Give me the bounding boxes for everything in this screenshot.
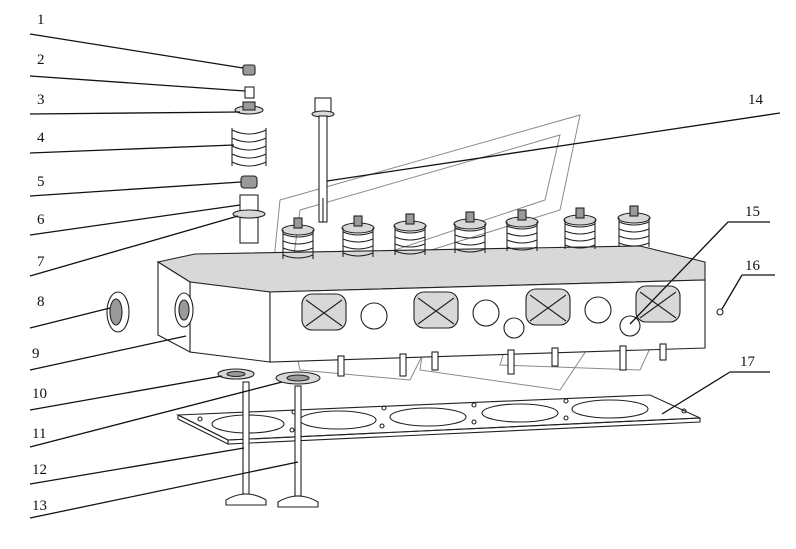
callout-17: 17 bbox=[740, 354, 756, 370]
callout-6: 6 bbox=[37, 212, 45, 228]
leader-line-2 bbox=[29, 75, 246, 92]
callout-1: 1 bbox=[37, 12, 45, 28]
cylinder-head bbox=[156, 245, 724, 377]
leader-line-11 bbox=[29, 381, 283, 448]
callout-10: 10 bbox=[32, 386, 47, 402]
callout-16: 16 bbox=[745, 258, 761, 274]
leader-line-1 bbox=[29, 33, 244, 69]
head-bolt bbox=[311, 97, 335, 223]
leader-line-6 bbox=[29, 204, 241, 236]
callout-9: 9 bbox=[32, 346, 40, 362]
leader-line-9 bbox=[29, 335, 187, 371]
leader-line-13 bbox=[29, 461, 299, 519]
callout-4: 4 bbox=[37, 130, 45, 146]
leader-lines bbox=[29, 33, 781, 519]
callout-7: 7 bbox=[37, 254, 45, 270]
leader-line-7 bbox=[29, 215, 239, 277]
callout-labels: 1 2 3 4 5 6 7 8 9 10 11 12 13 14 15 16 1… bbox=[32, 12, 764, 514]
valve-seats bbox=[217, 368, 321, 385]
callout-15: 15 bbox=[745, 204, 760, 220]
leader-line-12 bbox=[29, 447, 245, 485]
callout-5: 5 bbox=[37, 174, 45, 190]
leader-line-15b bbox=[629, 221, 729, 325]
valve-train-stack bbox=[231, 64, 267, 244]
leader-line-16b bbox=[721, 274, 743, 310]
head-gasket bbox=[175, 394, 701, 445]
callout-12: 12 bbox=[32, 462, 47, 478]
leader-line-17b bbox=[661, 371, 731, 415]
callout-13: 13 bbox=[32, 498, 47, 514]
leader-line-8 bbox=[29, 307, 111, 329]
callout-8: 8 bbox=[37, 294, 45, 310]
leader-line-4 bbox=[29, 144, 235, 154]
seal-ring bbox=[106, 291, 130, 333]
valve-spring-row bbox=[281, 205, 651, 259]
callout-14: 14 bbox=[748, 92, 764, 108]
leader-line-14 bbox=[326, 112, 781, 182]
leader-line-10 bbox=[29, 375, 223, 411]
callout-11: 11 bbox=[32, 426, 46, 442]
callout-2: 2 bbox=[37, 52, 45, 68]
callout-3: 3 bbox=[37, 92, 45, 108]
leader-line-3 bbox=[29, 111, 241, 115]
leader-line-5 bbox=[29, 181, 242, 197]
valves bbox=[225, 381, 319, 508]
